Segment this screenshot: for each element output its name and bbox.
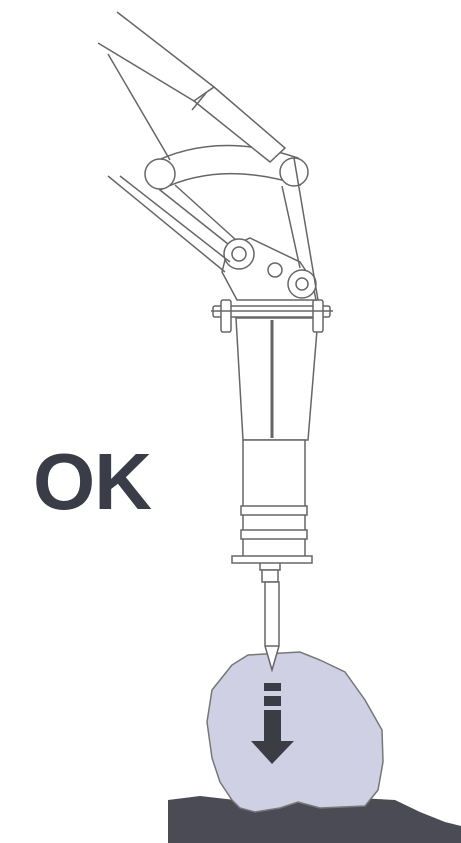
mounting-bracket: [221, 237, 317, 301]
link-arm: [144, 144, 309, 192]
boom-arm: [97, 11, 319, 301]
ok-label: OK: [33, 437, 152, 526]
breaker-body: [211, 299, 333, 564]
rock: [206, 651, 384, 813]
down-arrow-icon: [251, 683, 294, 764]
chisel-tool: [259, 559, 281, 673]
